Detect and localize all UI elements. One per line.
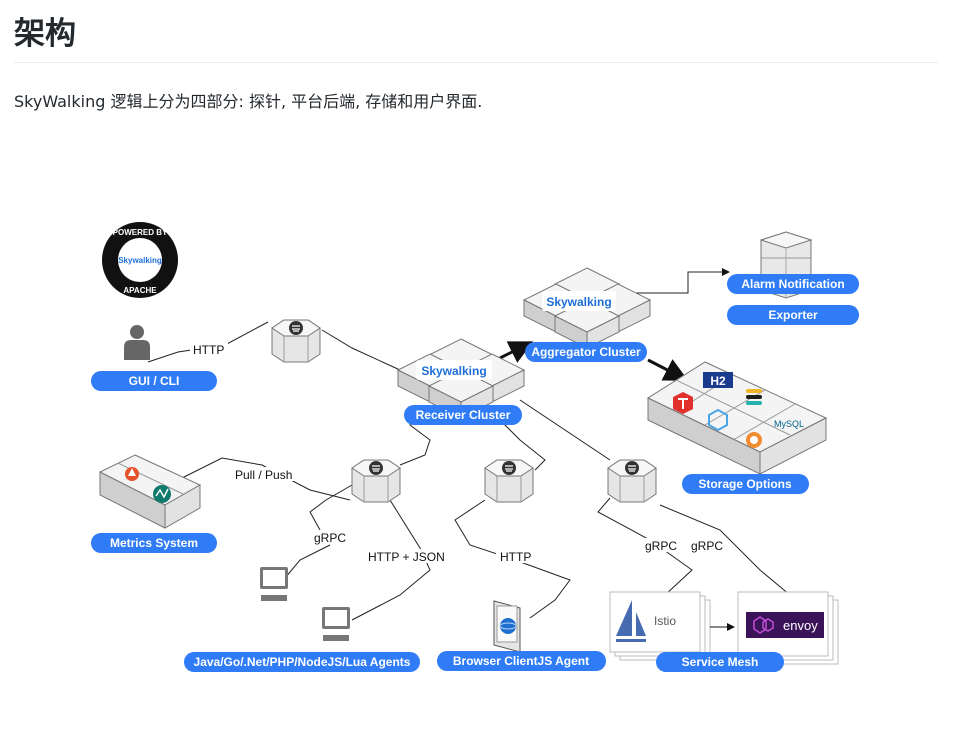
prometheus-icon — [125, 467, 139, 481]
page-title: 架构 — [14, 12, 938, 63]
edge-label-grpc-envoy: gRPC — [691, 539, 723, 553]
edge-label-pull-push: Pull / Push — [235, 468, 292, 482]
agents-pill: Java/Go/.Net/PHP/NodeJS/Lua Agents — [184, 652, 420, 672]
edge-gateway-to-receiver — [321, 329, 401, 371]
edge-label-http-gui: HTTP — [193, 343, 224, 357]
mysql-logo: MySQL — [774, 419, 804, 429]
gateway-hex-icon — [607, 459, 657, 503]
tidb-logo — [673, 392, 693, 414]
user-icon — [124, 325, 150, 360]
gateway-hex-icon — [271, 319, 321, 363]
storage-cluster: H2 MySQL — [646, 361, 828, 475]
svg-text:Aggregator Cluster: Aggregator Cluster — [531, 345, 641, 359]
svg-text:Service Mesh: Service Mesh — [682, 655, 759, 669]
svg-text:Alarm Notification: Alarm Notification — [741, 277, 844, 291]
svg-text:Receiver Cluster: Receiver Cluster — [416, 408, 511, 422]
edge-metrics-to-gateway2 — [181, 457, 351, 501]
exporter-pill: Exporter — [727, 305, 859, 325]
envoy-label: envoy — [783, 618, 818, 633]
receiver-cluster-cubes: Skywalking — [397, 338, 525, 419]
connection-lines — [147, 268, 791, 621]
gateway-hex-icon — [484, 459, 534, 503]
edge-label-grpc-agents: gRPC — [314, 531, 346, 545]
receiver-logo: Skywalking — [421, 364, 486, 378]
banyandb-logo — [708, 408, 728, 432]
svg-text:Storage Options: Storage Options — [698, 477, 792, 491]
computer-icon — [260, 567, 288, 601]
receiver-cluster-pill: Receiver Cluster — [404, 405, 522, 425]
edge-label-grpc-istio: gRPC — [645, 539, 677, 553]
gui-cli-pill: GUI / CLI — [91, 371, 217, 391]
svg-text:GUI / CLI: GUI / CLI — [129, 374, 180, 388]
edge-agents-to-computer-1 — [284, 544, 331, 579]
svg-text:Java/Go/.Net/PHP/NodeJS/Lua Ag: Java/Go/.Net/PHP/NodeJS/Lua Agents — [194, 655, 411, 669]
badge-top-text: POWERED BY — [113, 228, 168, 237]
envoy-icon — [753, 616, 774, 634]
elasticsearch-logo — [746, 389, 762, 405]
edge-label-http-json: HTTP + JSON — [368, 550, 445, 564]
badge-bottom-text: APACHE — [123, 286, 157, 295]
browser-agent-pill: Browser ClientJS Agent — [437, 651, 606, 671]
gateway-hex-icon — [351, 459, 401, 503]
edge-receiver-to-gateway4 — [519, 399, 611, 461]
edge-gateway2-to-agents — [309, 484, 353, 531]
istio-label: Istio — [654, 614, 676, 628]
edge-label-http-browser: HTTP — [500, 550, 531, 564]
opentelemetry-icon — [153, 485, 171, 503]
aggregator-cluster-cubes: Skywalking — [523, 267, 651, 349]
h2-logo: H2 — [703, 372, 733, 388]
svg-text:Metrics System: Metrics System — [110, 536, 198, 550]
powered-by-badge: POWERED BY Skywalking APACHE — [102, 222, 178, 298]
metrics-system-pill: Metrics System — [91, 533, 217, 553]
svg-text:H2: H2 — [710, 374, 726, 388]
svg-text:Browser ClientJS Agent: Browser ClientJS Agent — [453, 654, 589, 668]
shardingsphere-logo — [746, 432, 762, 448]
aggregator-cluster-pill: Aggregator Cluster — [525, 342, 647, 362]
storage-options-pill: Storage Options — [682, 474, 809, 494]
arrow-aggregator-to-storage — [647, 358, 689, 381]
aggregator-logo: Skywalking — [546, 295, 611, 309]
alarm-notification-pill: Alarm Notification — [727, 274, 859, 294]
istio-card: Istio — [609, 591, 711, 661]
bold-arrows — [499, 341, 689, 381]
service-mesh-pill: Service Mesh — [656, 652, 784, 672]
envoy-card: envoy — [737, 591, 839, 665]
istio-sail-icon — [616, 600, 632, 636]
computer-icon — [322, 607, 350, 641]
edge-gateway4-to-envoy — [659, 504, 791, 596]
metrics-system-cubes — [98, 454, 202, 529]
edge-gateway2-to-agent-2 — [351, 499, 431, 621]
edge-aggregator-to-alarm — [636, 268, 730, 294]
badge-brand-text: Skywalking — [118, 256, 162, 265]
arrow-receiver-to-aggregator — [499, 341, 534, 363]
intro-paragraph: SkyWalking 逻辑上分为四部分: 探针, 平台后端, 存储和用户界面. — [14, 92, 483, 111]
svg-text:MySQL: MySQL — [774, 419, 804, 429]
browser-icon — [493, 600, 521, 653]
svg-text:Exporter: Exporter — [768, 308, 818, 322]
